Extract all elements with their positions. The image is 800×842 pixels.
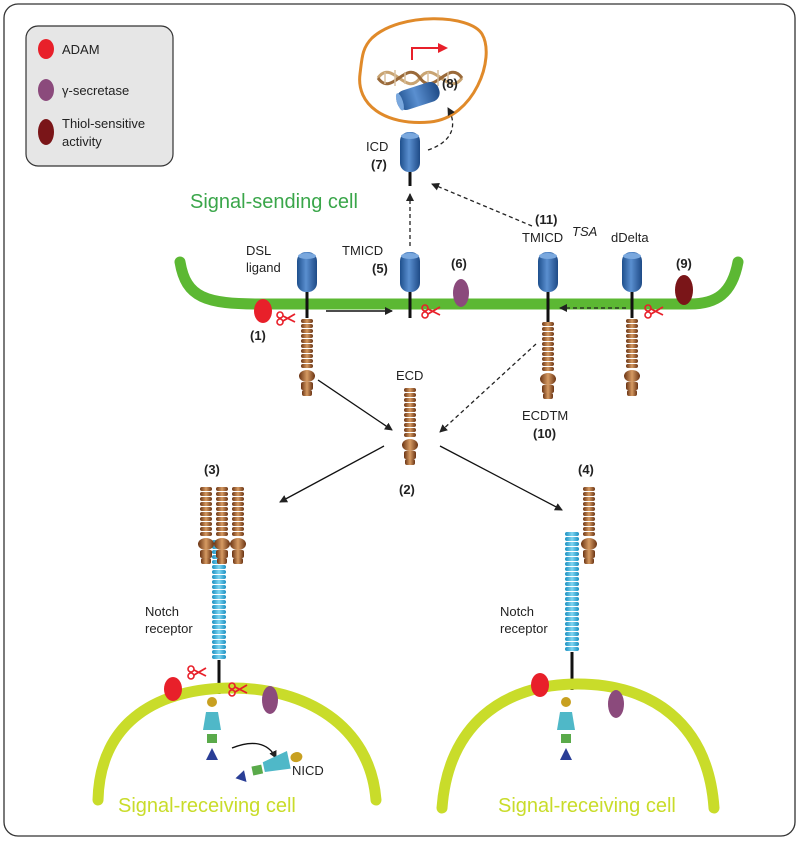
label-9: (9): [676, 256, 692, 271]
label-4: (4): [578, 462, 594, 477]
label-receptor-right: receptor: [500, 621, 548, 636]
label-ecdtm: ECDTM: [522, 408, 568, 423]
label-ligand: ligand: [246, 260, 281, 275]
nuclear-icd-capsule: [395, 82, 440, 111]
label-notch-left: Notch: [145, 604, 179, 619]
signal-receiving-cell-title-left: Signal-receiving cell: [118, 795, 296, 817]
gamma-secretase-sending: [453, 279, 469, 307]
label-11: (11): [535, 212, 557, 227]
label-tmicd: TMICD: [342, 243, 383, 258]
thiol-activity-sending: [675, 275, 693, 305]
dna-helix-icon: [376, 70, 464, 86]
label-dsl: DSL: [246, 243, 271, 258]
label-8: (8): [442, 76, 458, 91]
receiving-cell-membrane-left: [92, 682, 382, 806]
icd-capsule: [400, 132, 420, 172]
label-tsa-superscript: TSA: [572, 224, 597, 239]
label-notch-right: Notch: [500, 604, 534, 619]
label-5: (5): [372, 261, 388, 276]
released-nicd: [235, 750, 303, 783]
arrow-icd-to-nucleus: [427, 107, 455, 151]
label-ddelta: dDelta: [611, 230, 649, 245]
legend-box: [25, 25, 174, 167]
legend: ADAM γ-secretase Thiol-sensitive activit…: [25, 25, 174, 167]
label-7: (7): [371, 157, 387, 172]
signal-sending-cell-title: Signal-sending cell: [190, 191, 358, 213]
label-nicd: NICD: [292, 763, 324, 778]
legend-gamma-secretase-label: γ-secretase: [62, 83, 129, 98]
arrow-ligand-to-ecd: [317, 379, 393, 431]
transcription-arrow-icon: [411, 43, 448, 60]
adam-protease-left: [164, 677, 182, 701]
adam-protease-right: [531, 673, 549, 697]
outer-frame: [3, 3, 796, 837]
gamma-secretase-left: [262, 686, 278, 714]
ddelta-capsule: [622, 252, 642, 292]
label-receptor-left: receptor: [145, 621, 193, 636]
label-10: (10): [533, 426, 556, 441]
label-3: (3): [204, 462, 220, 477]
nucleus: (8): [358, 17, 488, 124]
gamma-secretase-legend-swatch: [38, 79, 54, 101]
legend-thiol-label-line2: activity: [62, 134, 102, 149]
label-tmicd-tsa: TMICD: [522, 230, 563, 245]
tmicd-tsa-capsule: [538, 252, 558, 292]
adam-protease-sending: [254, 299, 272, 323]
adam-legend-swatch: [38, 39, 54, 59]
label-ecd: ECD: [396, 368, 423, 383]
label-1: (1): [250, 328, 266, 343]
tmicd-capsule: [400, 252, 420, 292]
gamma-secretase-right: [608, 690, 624, 718]
legend-thiol-label-line1: Thiol-sensitive: [62, 116, 145, 131]
arrow-nicd-release: [231, 742, 277, 759]
arrow-ecd-to-right-receptor: [439, 445, 563, 511]
signal-receiving-cell-title-right: Signal-receiving cell: [498, 795, 676, 817]
legend-adam-label: ADAM: [62, 42, 100, 57]
receiving-cell-membrane-right: [436, 678, 720, 814]
dsl-ligand-icd: [297, 252, 317, 292]
arrow-ecd-to-left-receptor: [279, 445, 385, 503]
arrow-ecdtm-to-ecd: [439, 343, 537, 433]
nucleus-envelope: [358, 17, 488, 124]
label-2: (2): [399, 482, 415, 497]
label-icd: ICD: [366, 139, 388, 154]
label-6: (6): [451, 256, 467, 271]
thiol-legend-swatch: [38, 119, 54, 145]
